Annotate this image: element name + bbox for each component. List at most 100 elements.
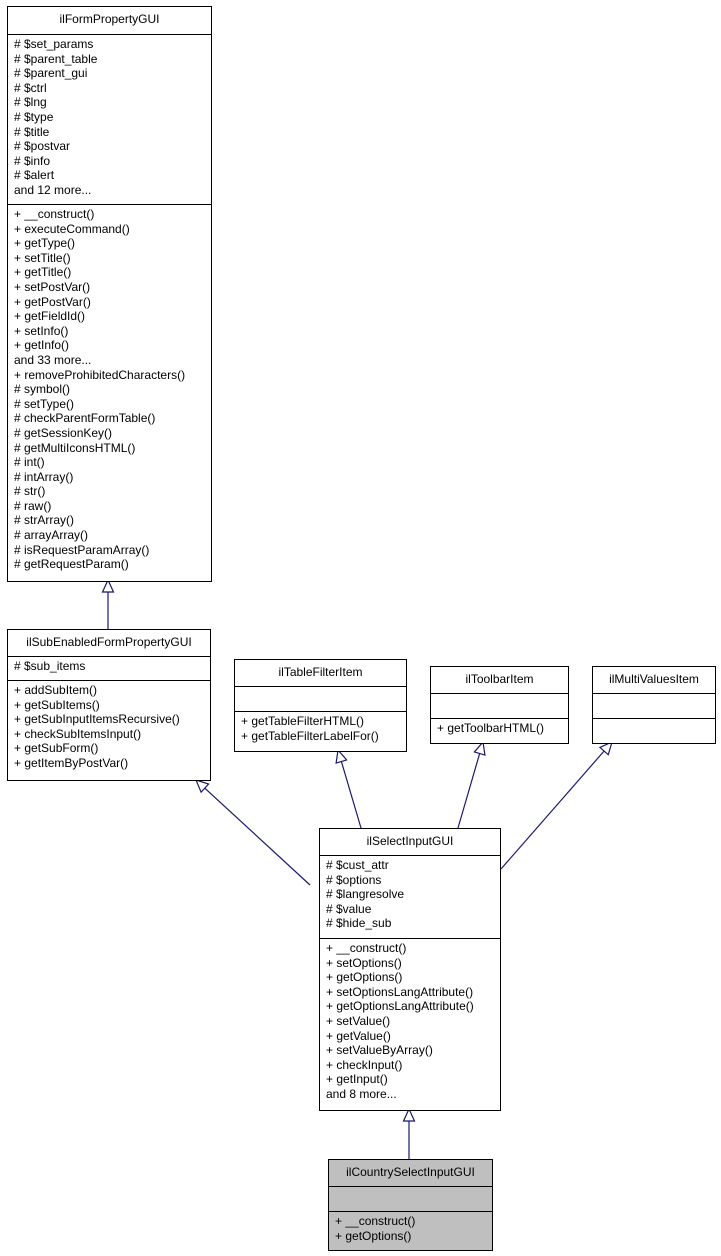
class-method: # getSessionKey() bbox=[14, 425, 113, 440]
class-method: + getInfo() bbox=[14, 338, 70, 353]
attributes-section: # $set_params# $parent_table# $parent_gu… bbox=[8, 34, 211, 204]
attributes-section bbox=[329, 1186, 492, 1211]
inheritance-edge bbox=[340, 761, 362, 829]
attributes-section: # $sub_items bbox=[8, 656, 210, 680]
class-attribute: # $parent_table bbox=[14, 51, 98, 66]
class-method: + setOptions() bbox=[326, 955, 402, 970]
class-method: # str() bbox=[14, 484, 46, 499]
attributes-section bbox=[235, 686, 406, 711]
class-box-ilTableFilterItem[interactable]: ilTableFilterItem + getTableFilterHTML()+… bbox=[234, 659, 407, 752]
class-method: # strArray() bbox=[14, 513, 74, 528]
class-attribute: # $type bbox=[14, 109, 54, 124]
class-method: + getValue() bbox=[326, 1028, 391, 1043]
class-method: + getFieldId() bbox=[14, 309, 86, 324]
class-method: + setTitle() bbox=[14, 250, 71, 265]
class-method: + checkInput() bbox=[326, 1057, 403, 1072]
class-method: + setValue() bbox=[326, 1013, 391, 1028]
class-method: # getRequestParam() bbox=[14, 557, 129, 572]
class-attribute: # $info bbox=[14, 153, 51, 168]
inheritance-arrowhead-icon bbox=[101, 578, 115, 593]
class-method: + getOptionsLangAttribute() bbox=[326, 999, 474, 1014]
class-box-ilFormPropertyGUI[interactable]: ilFormPropertyGUI# $set_params# $parent_… bbox=[7, 6, 212, 582]
class-method: + setValueByArray() bbox=[326, 1043, 433, 1058]
class-method: + setPostVar() bbox=[14, 279, 91, 294]
class-method: + setOptionsLangAttribute() bbox=[326, 984, 474, 999]
class-method: + getOptions() bbox=[335, 1228, 412, 1243]
class-attribute: # $sub_items bbox=[14, 659, 86, 673]
class-name[interactable]: ilSubEnabledFormPropertyGUI bbox=[26, 635, 192, 649]
inheritance-edge bbox=[204, 787, 311, 886]
class-attribute: # $lng bbox=[14, 95, 47, 110]
class-name[interactable]: ilToolbarItem bbox=[465, 672, 534, 686]
inheritance-arrowhead-icon bbox=[335, 748, 348, 764]
class-method: and 33 more... bbox=[14, 352, 92, 367]
class-name[interactable]: ilTableFilterItem bbox=[278, 665, 363, 679]
class-attribute: # $postvar bbox=[14, 139, 71, 154]
class-attribute: # $alert bbox=[14, 168, 55, 183]
class-method: + __construct() bbox=[14, 207, 95, 221]
class-method: # isRequestParamArray() bbox=[14, 542, 150, 557]
class-attribute: # $parent_gui bbox=[14, 66, 88, 81]
methods-section: + getTableFilterHTML()+ getTableFilterLa… bbox=[235, 711, 406, 752]
attributes-section: # $cust_attr# $options# $langresolve# $v… bbox=[320, 855, 500, 938]
inheritance-edge bbox=[457, 753, 481, 829]
class-method: + getTitle() bbox=[14, 265, 72, 280]
class-method: + getItemByPostVar() bbox=[14, 755, 129, 770]
class-method: # checkParentFormTable() bbox=[14, 411, 156, 426]
class-method: # getMultiIconsHTML() bbox=[14, 440, 136, 455]
class-method: # intArray() bbox=[14, 469, 74, 484]
class-attribute: and 12 more... bbox=[14, 182, 92, 197]
class-method: + getTableFilterLabelFor() bbox=[241, 728, 379, 743]
methods-section: + getToolbarHTML() bbox=[431, 718, 568, 744]
methods-section: + addSubItem()+ getSubItems()+ getSubInp… bbox=[8, 680, 210, 781]
class-attribute: # $value bbox=[326, 901, 372, 916]
class-method: and 8 more... bbox=[326, 1086, 397, 1101]
class-method: + __construct() bbox=[326, 941, 407, 955]
class-attribute: # $title bbox=[14, 124, 50, 139]
class-method: + getSubInputItemsRecursive() bbox=[14, 712, 180, 727]
attributes-section bbox=[431, 693, 568, 718]
inheritance-arrowhead-icon bbox=[598, 740, 613, 756]
methods-section: + __construct()+ executeCommand()+ getTy… bbox=[8, 204, 211, 582]
class-name[interactable]: ilSelectInputGUI bbox=[366, 834, 454, 848]
class-method: + getType() bbox=[14, 236, 76, 251]
class-method: + removeProhibitedCharacters() bbox=[14, 367, 186, 382]
class-name[interactable]: ilCountrySelectInputGUI bbox=[346, 1165, 475, 1179]
class-name[interactable]: ilFormPropertyGUI bbox=[59, 12, 160, 26]
class-method: + getToolbarHTML() bbox=[437, 721, 545, 735]
inheritance-arrowhead-icon bbox=[402, 1107, 416, 1122]
class-method: + checkSubItemsInput() bbox=[14, 726, 142, 741]
inheritance-edge bbox=[500, 750, 605, 870]
class-method: # setType() bbox=[14, 396, 75, 411]
class-box-ilCountrySelectInputGUI[interactable]: ilCountrySelectInputGUI + __construct()+ … bbox=[328, 1159, 493, 1251]
class-box-ilSelectInputGUI[interactable]: ilSelectInputGUI# $cust_attr# $options# … bbox=[319, 828, 501, 1111]
class-attribute: # $options bbox=[326, 872, 382, 887]
class-method: + getSubItems() bbox=[14, 697, 100, 712]
methods-section: + __construct()+ getOptions() bbox=[329, 1211, 492, 1251]
inheritance-arrowhead-icon bbox=[194, 779, 210, 794]
class-method: + getInput() bbox=[326, 1072, 388, 1087]
class-method: + executeCommand() bbox=[14, 221, 130, 236]
class-method: + getPostVar() bbox=[14, 294, 91, 309]
methods-section bbox=[593, 718, 715, 744]
class-attribute: # $set_params bbox=[14, 37, 94, 51]
class-method: # arrayArray() bbox=[14, 528, 89, 543]
class-method: # symbol() bbox=[14, 382, 71, 397]
class-box-ilToolbarItem[interactable]: ilToolbarItem + getToolbarHTML() bbox=[430, 666, 569, 744]
class-method: + getSubForm() bbox=[14, 741, 99, 756]
class-method: # raw() bbox=[14, 498, 52, 513]
class-box-ilMultiValuesItem[interactable]: ilMultiValuesItem bbox=[592, 666, 716, 744]
attributes-section bbox=[593, 693, 715, 718]
class-method: + getTableFilterHTML() bbox=[241, 714, 365, 728]
inheritance-arrowhead-icon bbox=[473, 740, 486, 756]
class-attribute: # $hide_sub bbox=[326, 916, 392, 931]
class-method: + setInfo() bbox=[14, 323, 69, 338]
class-method: + getOptions() bbox=[326, 970, 403, 985]
class-attribute: # $langresolve bbox=[326, 887, 405, 902]
class-method: + addSubItem() bbox=[14, 683, 98, 697]
class-method: + __construct() bbox=[335, 1214, 416, 1228]
class-name[interactable]: ilMultiValuesItem bbox=[609, 672, 699, 686]
class-box-ilSubEnabledFormPropertyGUI[interactable]: ilSubEnabledFormPropertyGUI # $sub_items +… bbox=[7, 629, 211, 781]
class-method: # int() bbox=[14, 455, 45, 470]
class-attribute: # $cust_attr bbox=[326, 858, 389, 872]
